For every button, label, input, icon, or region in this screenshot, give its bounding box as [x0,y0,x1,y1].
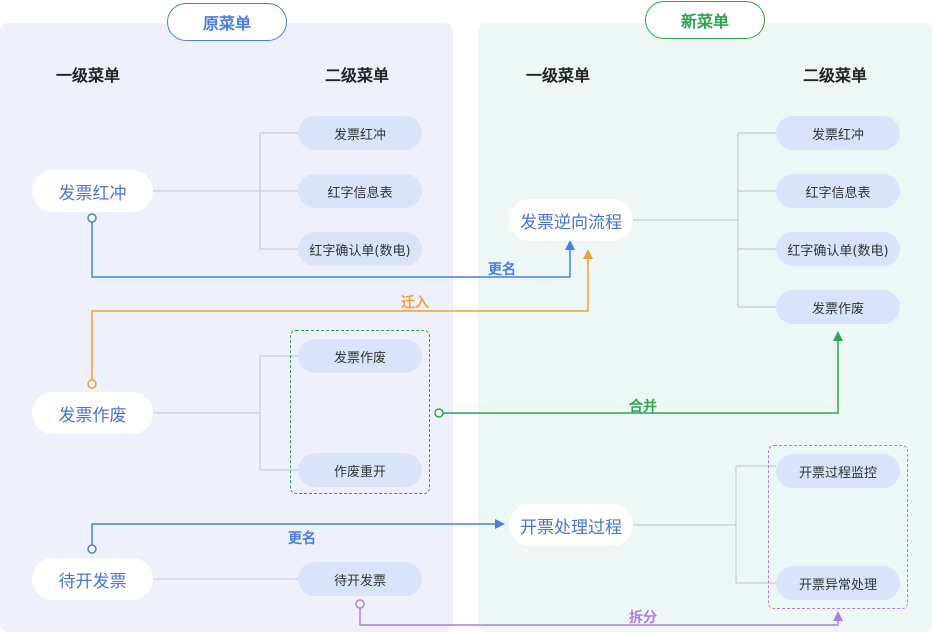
old-col-level2-header: 二级菜单 [325,66,390,85]
new-l2-item[interactable]: 发票红冲 [776,116,900,150]
old-l2-item[interactable]: 作废重开 [298,453,422,487]
old-l2-item[interactable]: 红字信息表 [298,174,422,208]
rename-label: 更名 [488,262,516,278]
new-l1-item[interactable]: 发票逆向流程 [509,199,633,241]
old-menu-title: 原菜单 [167,3,287,41]
new-col-level1-header: 一级菜单 [526,66,591,85]
old-l2-item[interactable]: 发票作废 [298,339,422,373]
old-l1-item[interactable]: 发票红冲 [32,170,153,212]
old-l2-item[interactable]: 发票红冲 [298,116,422,150]
move-in-label: 迁入 [401,295,429,311]
new-l2-item[interactable]: 红字确认单(数电) [776,232,900,266]
merge-group-box [290,330,430,494]
split-group-box [768,445,908,609]
rename-label: 更名 [288,531,316,547]
old-l2-item[interactable]: 红字确认单(数电) [298,232,422,266]
new-menu-title: 新菜单 [645,1,765,39]
old-l1-item[interactable]: 待开发票 [32,558,153,600]
new-l2-item[interactable]: 发票作废 [776,290,900,324]
old-l1-item[interactable]: 发票作废 [32,392,153,434]
new-l2-item[interactable]: 红字信息表 [776,174,900,208]
new-l1-item[interactable]: 开票处理过程 [509,504,633,546]
merge-label: 合并 [629,399,657,415]
new-col-level2-header: 二级菜单 [803,66,868,85]
old-l2-item[interactable]: 待开发票 [298,562,422,596]
new-l2-item[interactable]: 开票异常处理 [776,566,900,600]
new-l2-item[interactable]: 开票过程监控 [776,454,900,488]
split-label: 拆分 [629,610,657,626]
old-col-level1-header: 一级菜单 [56,66,121,85]
